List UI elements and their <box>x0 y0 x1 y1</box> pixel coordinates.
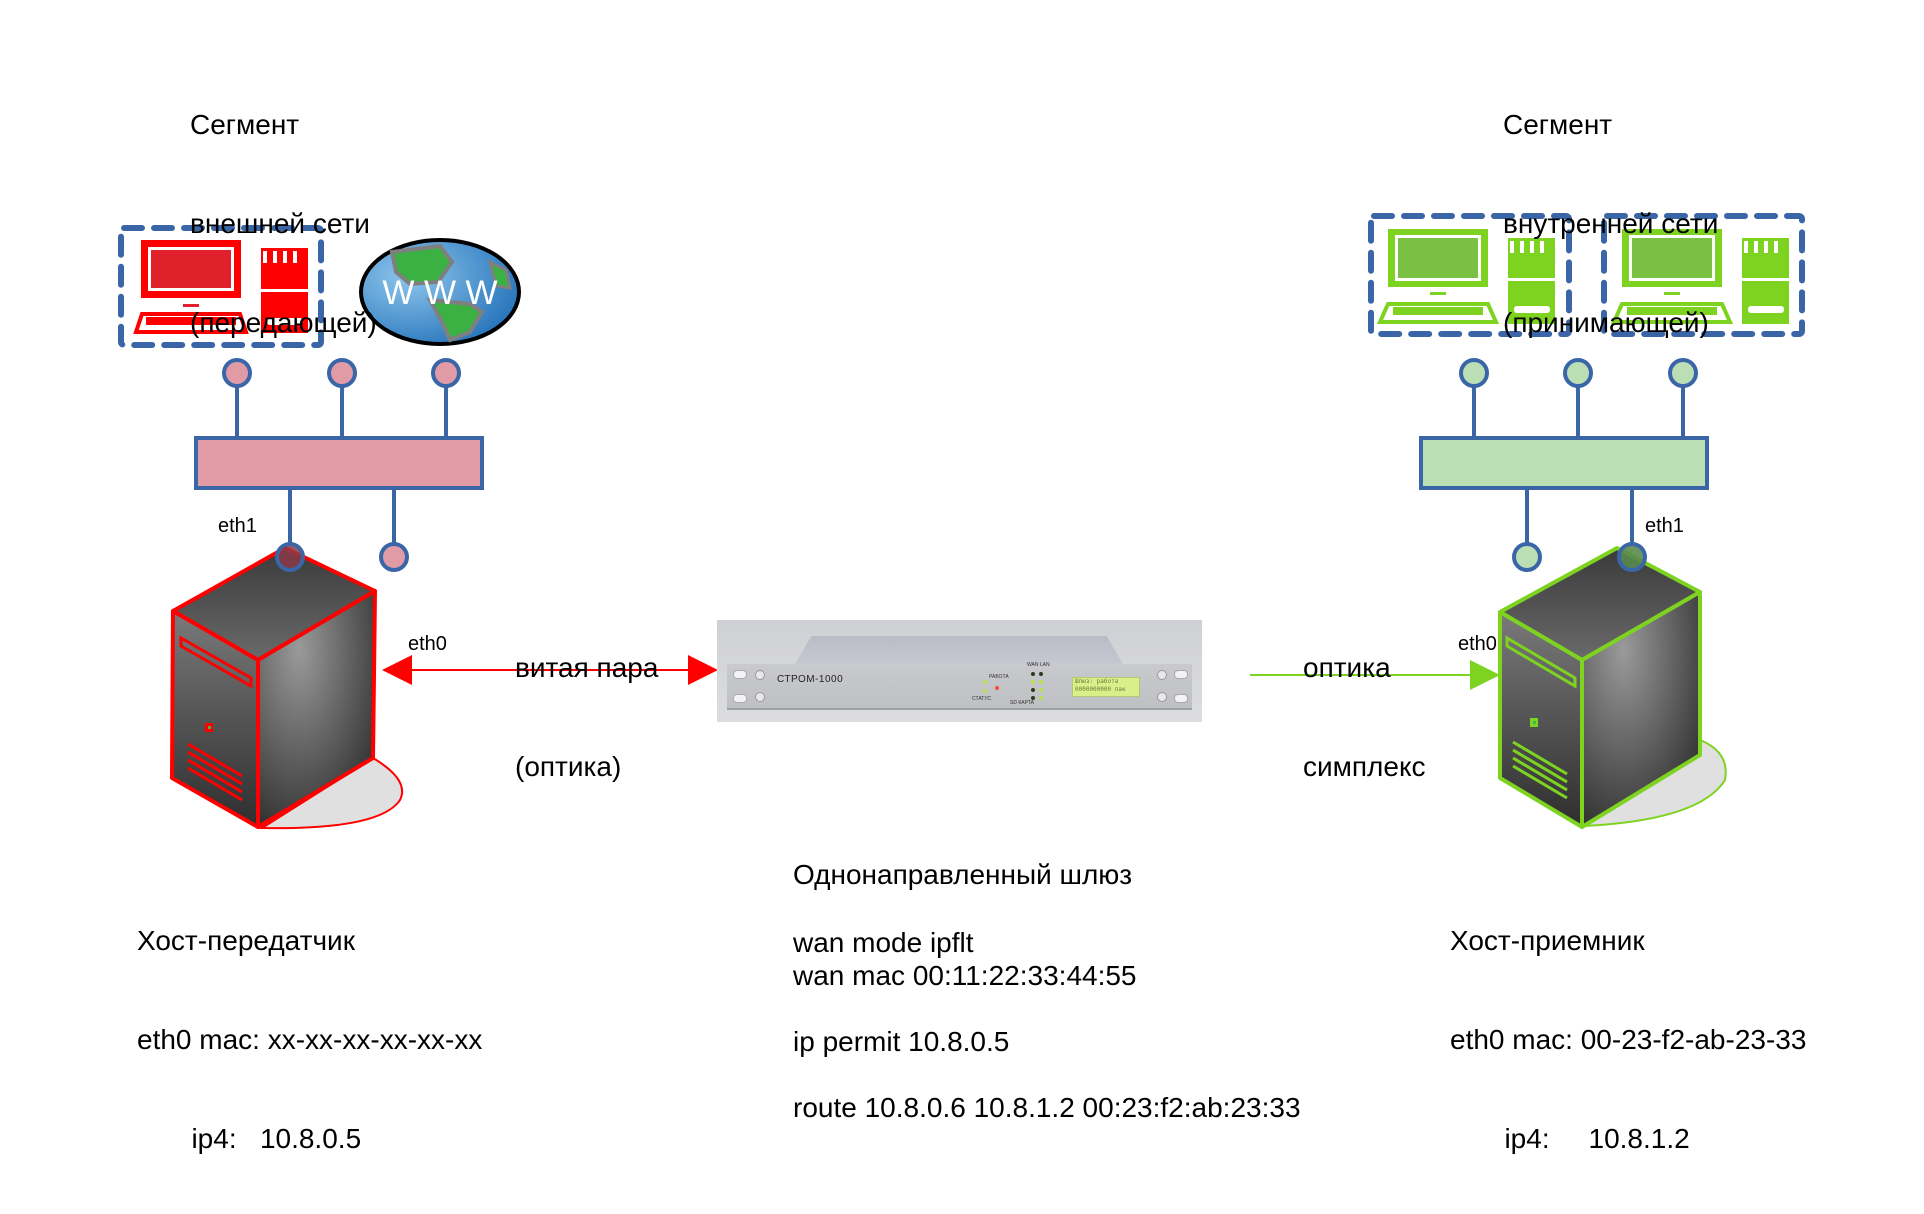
lcd-line: Шлюз: работа <box>1075 678 1119 685</box>
gateway-device-image: СТРОМ-1000 РАБОТА СТАТУС SD КАРТА WAN LA… <box>717 620 1202 722</box>
screw-icon <box>1157 692 1167 702</box>
screw-icon <box>755 692 765 702</box>
device-top-cover <box>795 636 1123 664</box>
external-segment-title-line: (передающей) <box>190 307 377 338</box>
internal-pc-group-1 <box>1368 213 1572 337</box>
twisted-pair-label: витая пара (оптика) <box>515 585 658 816</box>
internal-pc-dashed-border <box>1601 213 1805 337</box>
device-front-panel: СТРОМ-1000 РАБОТА СТАТУС SD КАРТА WAN LA… <box>727 662 1192 710</box>
desktop-tower-icon <box>1508 238 1555 324</box>
transmitter-mac: eth0 mac: xx-xx-xx-xx-xx-xx <box>137 1024 483 1055</box>
wan-led-icon <box>1031 696 1035 700</box>
receiver-server-icon <box>1498 488 1727 829</box>
external-switch-bar <box>194 436 484 490</box>
arrowhead-right-icon <box>688 655 718 685</box>
rack-ear-hole <box>1174 694 1188 703</box>
rack-ear-hole <box>1174 670 1188 679</box>
gateway-route: route 10.8.0.6 10.8.1.2 00:23:f2:ab:23:3… <box>793 1092 1301 1123</box>
eth1-port-icon <box>275 542 305 572</box>
lan-led-icon <box>1039 688 1043 692</box>
port-icon <box>222 358 252 388</box>
laptop-icon <box>133 240 249 334</box>
lan-led-icon <box>1039 680 1043 684</box>
internal-segment-title-line: (принимающей) <box>1503 307 1709 338</box>
port-icon <box>379 542 409 572</box>
transmitter-host-info: Хост-передатчик eth0 mac: xx-xx-xx-xx-xx… <box>137 858 482 1188</box>
globe-www-label: W W W <box>382 274 497 312</box>
status-led-icon <box>983 689 987 693</box>
desktop-tower-icon <box>1742 238 1789 324</box>
arrowhead-right-icon <box>1470 660 1500 690</box>
arrowhead-left-icon <box>382 655 412 685</box>
desktop-tower-icon <box>261 248 308 333</box>
external-pc-dashed-border <box>118 225 324 348</box>
gateway-wan-mode: wan mode ipflt <box>793 927 974 958</box>
transmitter-ip: ip4: 10.8.0.5 <box>137 1123 362 1154</box>
fiber-simplex-label-line: симплекс <box>1303 751 1426 782</box>
device-label-status: СТАТУС <box>972 696 992 702</box>
device-label-wanlan: WAN LAN <box>1027 662 1050 668</box>
external-segment-title-line: внешней сети <box>190 208 370 239</box>
wan-led-icon <box>1031 680 1035 684</box>
internal-segment-title-line: Сегмент <box>1503 109 1613 140</box>
external-pc-group: W W W <box>118 225 521 348</box>
internal-switch-group <box>1419 358 1709 572</box>
gateway-wan-mac: wan mac 00:11:22:33:44:55 <box>793 960 1137 991</box>
screw-icon <box>1157 670 1167 680</box>
internal-switch-bar <box>1419 436 1709 490</box>
external-switch-group <box>194 358 484 572</box>
port-icon <box>1512 542 1542 572</box>
receiver-mac: eth0 mac: 00-23-f2-ab-23-33 <box>1450 1024 1807 1055</box>
wan-led-icon <box>1031 672 1035 676</box>
port-icon <box>1563 358 1593 388</box>
transmitter-eth1-label: eth1 <box>218 515 257 537</box>
fiber-simplex-label: оптика симплекс <box>1303 585 1426 816</box>
transmitter-server-icon <box>170 488 404 830</box>
port-icon <box>431 358 461 388</box>
laptop-icon <box>1376 229 1500 324</box>
receiver-host-info: Хост-приемник eth0 mac: 00-23-f2-ab-23-3… <box>1450 858 1806 1188</box>
device-lcd-display: Шлюз: работа 0000000000 пак <box>1072 677 1140 697</box>
lan-led-icon <box>1039 672 1043 676</box>
receiver-host-title: Хост-приемник <box>1450 925 1645 956</box>
receiver-eth1-label: eth1 <box>1645 515 1684 537</box>
status-led-icon <box>995 686 999 690</box>
laptop-icon <box>1610 229 1734 324</box>
device-model-label: СТРОМ-1000 <box>777 674 844 685</box>
twisted-pair-label-line: витая пара <box>515 652 659 683</box>
fiber-simplex-label-line: оптика <box>1303 652 1391 683</box>
receiver-ip: ip4: 10.8.1.2 <box>1450 1123 1690 1154</box>
lan-led-icon <box>1039 696 1043 700</box>
rack-ear-hole <box>733 670 747 679</box>
internal-pc-group-2 <box>1601 213 1805 337</box>
twisted-pair-link <box>382 655 718 685</box>
port-icon <box>1668 358 1698 388</box>
eth1-port-icon <box>1617 542 1647 572</box>
lcd-line: 0000000000 пак <box>1075 686 1126 693</box>
fiber-simplex-link <box>1250 660 1500 690</box>
screw-icon <box>755 670 765 680</box>
device-label-work: РАБОТА <box>989 674 1009 680</box>
external-segment-title-line: Сегмент <box>190 109 300 140</box>
port-icon <box>1459 358 1489 388</box>
globe-www-icon: W W W <box>359 238 521 346</box>
gateway-title: Однонаправленный шлюз <box>793 859 1133 890</box>
receiver-eth0-label: eth0 <box>1458 633 1497 655</box>
transmitter-eth0-label: eth0 <box>408 633 447 655</box>
rack-ear-hole <box>733 694 747 703</box>
internal-segment-title-line: внутренней сети <box>1503 208 1719 239</box>
gateway-ip-permit: ip permit 10.8.0.5 <box>793 1026 1010 1057</box>
internal-pc-dashed-border <box>1368 213 1572 337</box>
device-label-sd: SD КАРТА <box>1010 700 1034 706</box>
external-segment-title: Сегмент внешней сети (передающей) <box>190 42 377 372</box>
wan-led-icon <box>1031 688 1035 692</box>
internal-segment-title: Сегмент внутренней сети (принимающей) <box>1503 42 1718 372</box>
transmitter-host-title: Хост-передатчик <box>137 925 355 956</box>
status-led-icon <box>983 680 987 684</box>
port-icon <box>327 358 357 388</box>
twisted-pair-label-line: (оптика) <box>515 751 622 782</box>
